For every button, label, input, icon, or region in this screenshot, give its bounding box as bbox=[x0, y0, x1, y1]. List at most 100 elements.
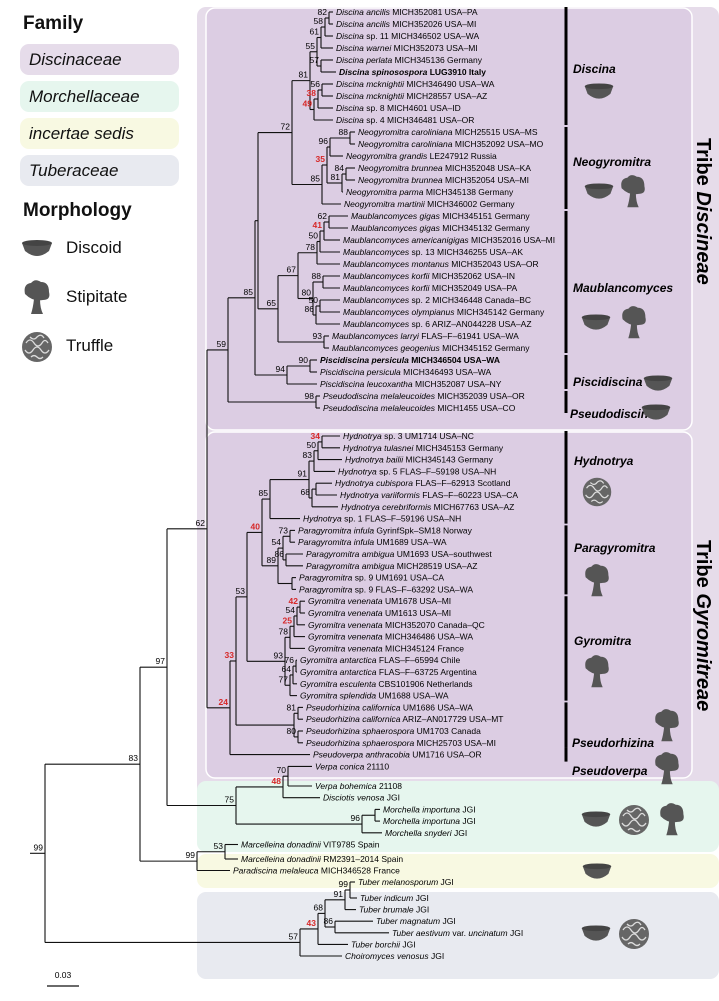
bootstrap-support: 99 bbox=[186, 850, 196, 860]
bootstrap-support: 85 bbox=[244, 287, 254, 297]
bootstrap-support: 65 bbox=[267, 298, 277, 308]
truffle-icon bbox=[22, 332, 52, 362]
bootstrap-support: 53 bbox=[236, 586, 246, 596]
discoid-icon bbox=[582, 863, 612, 879]
tip-label: Discina sp. 4 MICH346481 USA–OR bbox=[336, 115, 474, 125]
bootstrap-support: 81 bbox=[287, 702, 297, 712]
tip-label: Maublancomyces sp. 2 MICH346448 Canada–B… bbox=[343, 295, 531, 305]
bootstrap-support: 73 bbox=[279, 525, 289, 535]
tip-label: Verpa conica 21110 bbox=[315, 761, 389, 771]
tip-label: Discina mcknightii MICH28557 USA–AZ bbox=[336, 91, 487, 101]
bootstrap-support: 56 bbox=[311, 79, 321, 89]
tip-label: Piscidiscina leucoxantha MICH352087 USA–… bbox=[320, 379, 502, 389]
bootstrap-support: 50 bbox=[309, 295, 319, 305]
family-background bbox=[197, 854, 719, 888]
bootstrap-support: 97 bbox=[156, 656, 166, 666]
tip-label: Paragyromitra ambigua MICH28519 USA–AZ bbox=[306, 561, 478, 571]
discoid-icon bbox=[643, 375, 673, 391]
tip-label: Disciotis venosa JGI bbox=[323, 793, 400, 803]
bootstrap-support: 59 bbox=[217, 339, 227, 349]
bootstrap-support: 62 bbox=[318, 211, 328, 221]
tip-label: Hydnotrya sp. 3 UM1714 USA–NC bbox=[343, 431, 474, 441]
tip-label: Maublancomyces gigas MICH345132 Germany bbox=[351, 223, 530, 233]
family-legend-item: Morchellaceae bbox=[20, 81, 179, 112]
tip-label: Discina sp. 11 MICH346502 USA–WA bbox=[336, 31, 479, 41]
truffle-icon bbox=[619, 919, 649, 949]
tip-label: Maublancomyces olympianus MICH345142 Ger… bbox=[343, 307, 545, 317]
bootstrap-support: 98 bbox=[305, 391, 315, 401]
tip-label: Neogyromitra martinii MICH346002 Germany bbox=[344, 199, 515, 209]
bootstrap-support: 72 bbox=[281, 122, 291, 132]
tip-label: Choiromyces venosus JGI bbox=[345, 951, 444, 961]
tribe-label: Tribe Discineae bbox=[692, 138, 714, 285]
discoid-icon bbox=[641, 404, 671, 420]
tip-label: Discina mcknightii MICH346490 USA–WA bbox=[336, 79, 495, 89]
bootstrap-support: 68 bbox=[314, 902, 324, 912]
tip-label: Pseudodiscina melaleucoides MICH1455 USA… bbox=[323, 403, 516, 413]
tip-label: Marcelleina donadinii VIT9785 Spain bbox=[241, 840, 380, 850]
family-background bbox=[197, 781, 719, 852]
bootstrap-support: 81 bbox=[331, 172, 341, 182]
bootstrap-support: 96 bbox=[351, 813, 361, 823]
morphology-legend-item: Discoid bbox=[20, 231, 122, 265]
tip-label: Paradiscina melaleuca MICH346528 France bbox=[233, 866, 400, 876]
bootstrap-support: 68 bbox=[301, 487, 311, 497]
family-legend-item: Discinaceae bbox=[20, 44, 179, 75]
bootstrap-support: 35 bbox=[316, 154, 326, 164]
tip-label: Tuber borchii JGI bbox=[351, 939, 416, 949]
bootstrap-support: 70 bbox=[277, 765, 287, 775]
bootstrap-support: 42 bbox=[289, 596, 299, 606]
tip-label: Gyromitra venenata MICH345124 France bbox=[308, 643, 464, 653]
clade-label: Paragyromitra bbox=[574, 541, 656, 555]
tip-label: Neogyromitra grandis LE247912 Russia bbox=[346, 151, 497, 161]
discoid-icon bbox=[581, 811, 611, 827]
tip-label: Tuber magnatum JGI bbox=[376, 916, 456, 926]
morphology-legend-item: Stipitate bbox=[20, 280, 127, 314]
bootstrap-support: 78 bbox=[279, 626, 289, 636]
bootstrap-support: 83 bbox=[129, 753, 139, 763]
tip-label: Paragyromitra sp. 9 FLAS–F–63292 USA–WA bbox=[299, 584, 473, 594]
clade-label: Piscidiscina bbox=[573, 375, 643, 389]
family-background bbox=[197, 892, 719, 979]
tip-label: Gyromitra venenata UM1613 USA–MI bbox=[308, 608, 451, 618]
bootstrap-support: 78 bbox=[306, 242, 316, 252]
bootstrap-support: 89 bbox=[267, 555, 277, 565]
tip-label: Hydnotrya bailii MICH345143 Germany bbox=[345, 455, 494, 465]
bootstrap-support: 24 bbox=[219, 697, 229, 707]
tip-label: Discina sp. 8 MICH4601 USA–ID bbox=[336, 103, 461, 113]
tip-label: Paragyromitra sp. 9 UM1691 USA–CA bbox=[299, 573, 444, 583]
clade-label: Neogyromitra bbox=[573, 155, 651, 169]
tribe-gyromitreae-box bbox=[205, 431, 693, 779]
bootstrap-support: 80 bbox=[302, 288, 312, 298]
tip-label: Paragyromitra infula GyrinfSpk–SM18 Norw… bbox=[298, 525, 473, 535]
tip-label: Paragyromitra infula UM1689 USA–WA bbox=[298, 537, 447, 547]
bootstrap-support: 61 bbox=[310, 27, 320, 37]
bootstrap-support: 99 bbox=[339, 879, 349, 889]
tip-label: Discina perlata MICH345136 Germany bbox=[336, 55, 483, 65]
bootstrap-support: 41 bbox=[313, 220, 323, 230]
truffle-icon bbox=[582, 477, 612, 507]
tip-label: Hydnotrya sp. 5 FLAS–F–59198 USA–NH bbox=[338, 466, 496, 476]
stipitate-icon bbox=[655, 752, 679, 785]
family-legend-item: incertae sedis bbox=[20, 118, 179, 149]
bootstrap-support: 54 bbox=[286, 605, 296, 615]
tip-label: Gyromitra venenata MICH352070 Canada–QC bbox=[308, 620, 485, 630]
tip-label: Maublancomyces gigas MICH345151 Germany bbox=[351, 211, 530, 221]
tip-label: Morchella importuna JGI bbox=[383, 804, 476, 814]
bootstrap-support: 85 bbox=[259, 488, 269, 498]
bootstrap-support: 88 bbox=[312, 271, 322, 281]
morphology-legend-title: Morphology bbox=[23, 200, 132, 221]
bootstrap-support: 86 bbox=[275, 549, 285, 559]
tip-label: Hydnotrya tulasnei MICH345153 Germany bbox=[343, 443, 504, 453]
tip-label: Neogyromitra caroliniana MICH25515 USA–M… bbox=[358, 127, 538, 137]
bootstrap-support: 75 bbox=[225, 794, 235, 804]
family-legend-title: Family bbox=[23, 13, 84, 34]
bootstrap-support: 82 bbox=[318, 7, 328, 17]
tip-label: Tuber indicum JGI bbox=[360, 893, 429, 903]
bootstrap-support: 57 bbox=[289, 931, 299, 941]
tip-label: Gyromitra venenata UM1678 USA–MI bbox=[308, 596, 451, 606]
tip-label: Gyromitra antarctica FLAS–F–65994 Chile bbox=[300, 655, 460, 665]
tip-label: Maublancomyces geogenius MICH345152 Germ… bbox=[332, 343, 530, 353]
tip-label: Gyromitra esculenta CBS101906 Netherland… bbox=[300, 679, 472, 689]
bootstrap-support: 25 bbox=[283, 615, 293, 625]
